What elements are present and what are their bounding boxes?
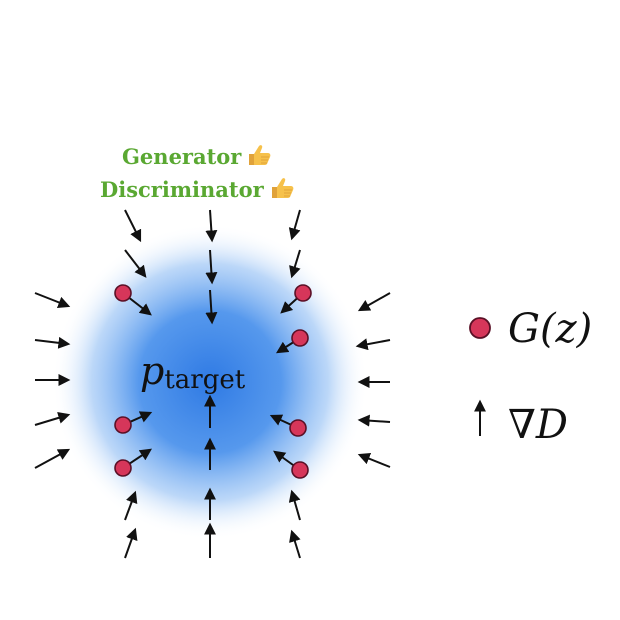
generated-sample-dot (114, 459, 132, 477)
gradient-arrow (289, 529, 301, 559)
gradient-arrows (34, 209, 391, 559)
discriminator-caption: Discriminator (100, 176, 295, 203)
gradient-arrow (34, 292, 71, 309)
generated-sample-dot (291, 461, 309, 479)
gradient-arrow (124, 209, 142, 243)
thumbs-up-icon (269, 176, 295, 203)
gradient-arrow (205, 249, 218, 285)
gradient-arrow (34, 336, 71, 349)
target-subscript: target (164, 365, 245, 395)
generator-label: Generator (122, 144, 242, 169)
gradient-arrow (205, 209, 218, 243)
legend-gradient-label: ∇D (508, 402, 568, 448)
target-symbol: p (140, 349, 164, 393)
gradient-arrow (289, 249, 301, 279)
gradient-arrow (205, 289, 218, 325)
target-label: ptarget (140, 349, 246, 395)
generated-sample-dot (294, 284, 312, 302)
legend-sample-marker (469, 317, 491, 339)
gradient-arrow (357, 452, 391, 468)
generated-sample-dot (289, 419, 307, 437)
generated-sample-dot (291, 329, 309, 347)
legend-sample-label: G(z) (508, 306, 592, 352)
generated-sample-dot (114, 416, 132, 434)
gradient-arrow (288, 209, 301, 241)
gradient-arrow (357, 414, 391, 427)
generator-caption: Generator (122, 143, 272, 170)
generated-sample-dot (114, 284, 132, 302)
gradient-arrow (357, 292, 391, 312)
gradient-arrow (124, 249, 147, 278)
gradient-arrow (355, 338, 391, 351)
gradient-arrow (124, 527, 138, 559)
gradient-arrow (288, 489, 301, 521)
gradient-arrow (124, 490, 138, 521)
discriminator-label: Discriminator (100, 177, 264, 202)
gradient-arrow (34, 412, 71, 426)
thumbs-up-icon (246, 143, 272, 170)
generated-samples (114, 284, 312, 479)
gradient-arrow (34, 448, 71, 469)
